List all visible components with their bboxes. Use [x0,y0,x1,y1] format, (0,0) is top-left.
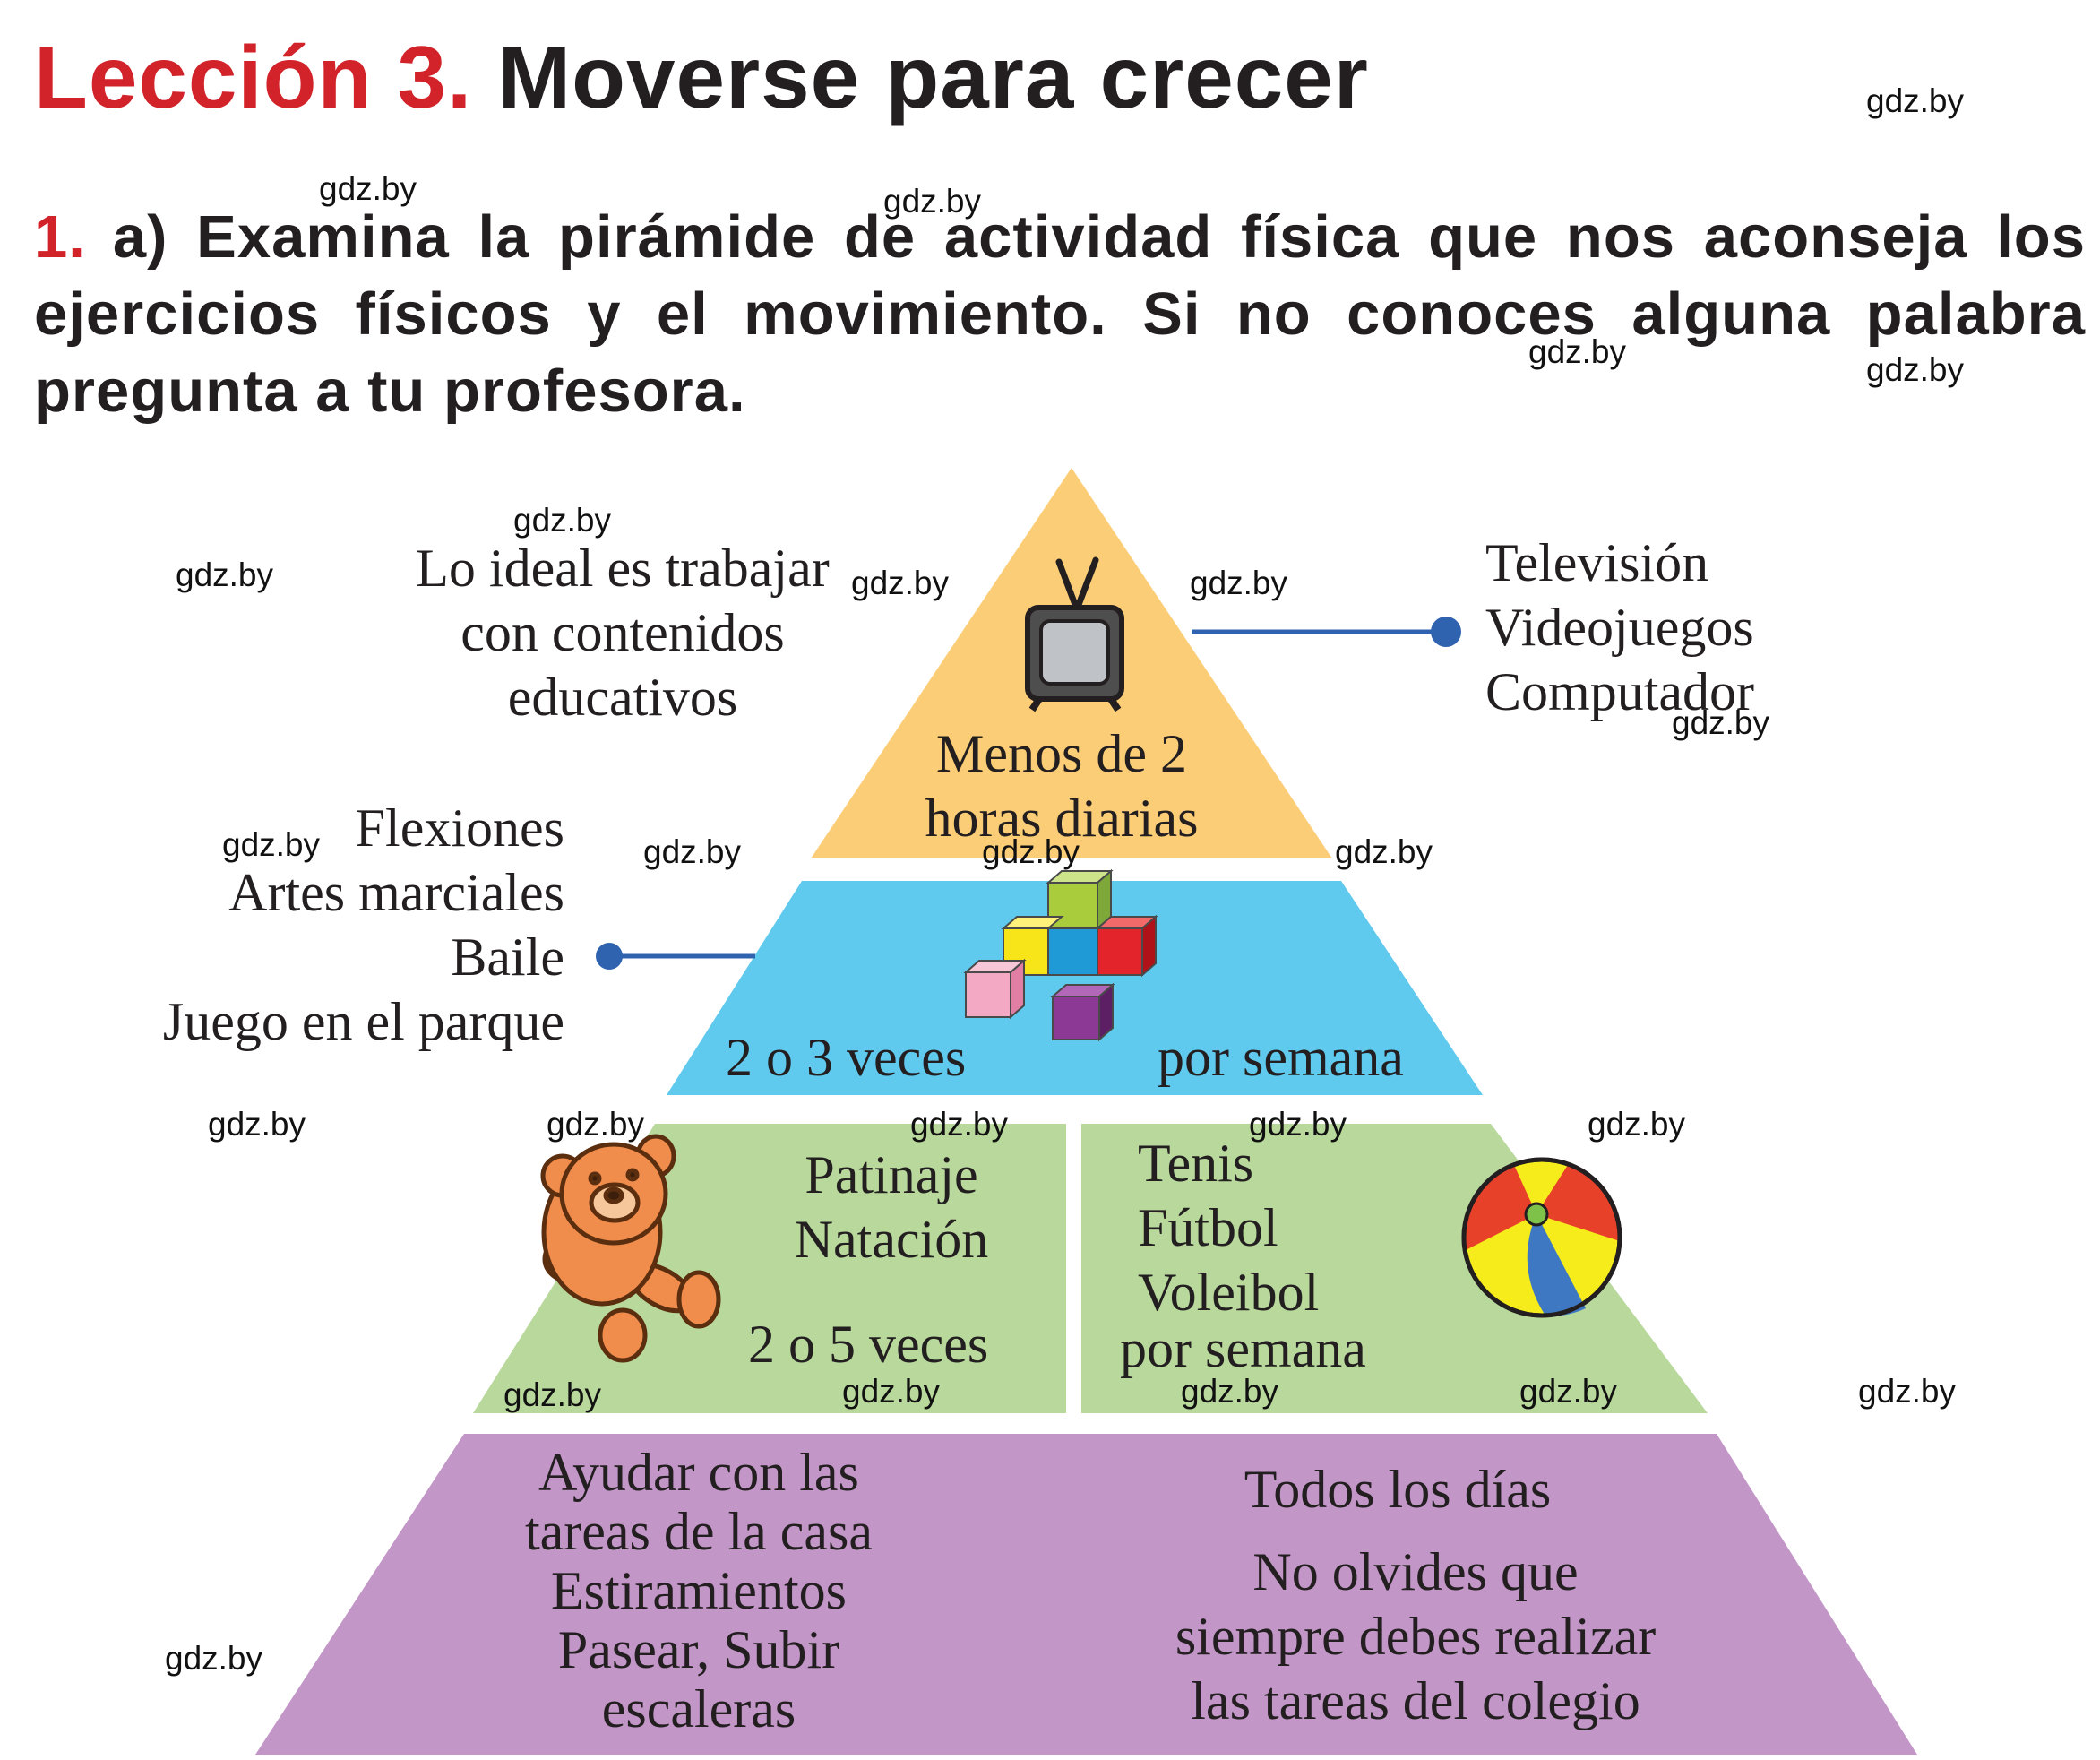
second-item-4: Juego en el parque [162,992,564,1051]
base-note: No olvides que siempre debes realizar la… [1102,1540,1729,1733]
third-left-list: Patinaje Natación [744,1143,1039,1272]
base-item-3: Estiramientos [551,1561,847,1620]
top-item-computer: Computador [1485,662,1754,721]
lesson-name: Moverse para crecer [497,28,1369,126]
third-left-item-1: Patinaje [805,1145,978,1204]
lesson-label: Lección 3. [34,28,473,126]
watermark: gdz.by [503,1376,602,1413]
third-left-frequency: 2 o 5 veces [748,1315,989,1374]
watermark: gdz.by [982,833,1080,870]
third-right-list: Tenis Fútbol Voleibol [1138,1131,1319,1324]
base-item-4: Pasear, Subir [557,1620,840,1679]
watermark: gdz.by [851,565,950,601]
watermark: gdz.by [1528,333,1627,370]
watermark: gdz.by [910,1106,1009,1143]
watermark: gdz.by [1249,1106,1347,1143]
third-right-item-3: Voleibol [1138,1263,1320,1322]
teddy-bear-icon [540,1134,721,1363]
top-note-line-2: con contenidos [460,603,785,662]
connector-top-right [1192,617,1461,647]
watermark: gdz.by [513,502,612,539]
top-note-line-1: Lo ideal es trabajar [416,539,830,598]
watermark: gdz.by [643,833,742,870]
watermark: gdz.by [1866,82,1965,119]
second-item-1: Flexiones [355,798,564,858]
base-frequency: Todos los días [1244,1460,1552,1519]
pyramid-third-tier-right [1081,1124,1708,1413]
third-right-item-2: Fútbol [1138,1198,1278,1257]
base-item-5: escaleras [601,1679,796,1738]
top-note-line-3: educativos [507,668,738,727]
base-note-line-1: No olvides que [1252,1542,1579,1601]
watermark: gdz.by [883,183,982,220]
third-left-item-2: Natación [794,1210,989,1269]
second-item-3: Baile [451,927,564,987]
top-frequency: Menos de 2 horas diarias [878,721,1245,850]
watermark: gdz.by [176,556,274,593]
third-right-item-1: Tenis [1138,1134,1254,1193]
top-item-television: Televisión [1485,533,1709,592]
watermark: gdz.by [1335,833,1433,870]
second-frequency-right: por semana [1158,1028,1404,1087]
watermark: gdz.by [208,1106,306,1143]
exercise-number: 1. [34,203,86,271]
base-note-line-3: las tareas del colegio [1191,1671,1640,1730]
base-item-1: Ayudar con las [538,1443,859,1502]
tv-icon [1025,556,1124,712]
watermark: gdz.by [1672,704,1770,741]
top-frequency-line-2: horas diarias [925,789,1199,848]
watermark: gdz.by [319,170,417,207]
watermark: gdz.by [1858,1373,1957,1410]
top-item-videogames: Videojuegos [1485,598,1754,657]
exercise-instruction: 1.a) Examina la pirámide de actividad fí… [34,199,2086,430]
watermark: gdz.by [547,1106,645,1143]
watermark: gdz.by [1519,1373,1618,1410]
exercise-text: a) Examina la pirámide de actividad físi… [34,203,2086,425]
watermark: gdz.by [1181,1373,1279,1410]
top-frequency-line-1: Menos de 2 [936,724,1187,783]
base-left-list: Ayudar con las tareas de la casa Estiram… [430,1443,968,1738]
second-frequency-left: 2 o 3 veces [726,1028,967,1087]
watermark: gdz.by [1190,565,1288,601]
watermark: gdz.by [1866,351,1965,388]
watermark: gdz.by [842,1373,941,1410]
watermark: gdz.by [222,826,321,863]
base-note-line-2: siempre debes realizar [1175,1607,1657,1666]
base-item-2: tareas de la casa [524,1502,874,1561]
top-left-note: Lo ideal es trabajar con contenidos educ… [340,536,905,729]
lesson-title: Lección 3. Moverse para crecer [34,27,1369,128]
third-right-frequency: por semana [1120,1319,1366,1378]
blocks-icon [963,868,1158,1042]
beach-ball-icon [1461,1157,1622,1318]
watermark: gdz.by [165,1640,263,1677]
watermark: gdz.by [1588,1106,1686,1143]
top-right-list: Televisión Videojuegos Computador [1485,531,1754,724]
second-item-2: Artes marciales [228,863,564,922]
connector-second-left [596,943,755,970]
second-left-list: Flexiones Artes marciales Baile Juego en… [72,796,564,1054]
pyramid-base-tier [255,1434,1917,1755]
